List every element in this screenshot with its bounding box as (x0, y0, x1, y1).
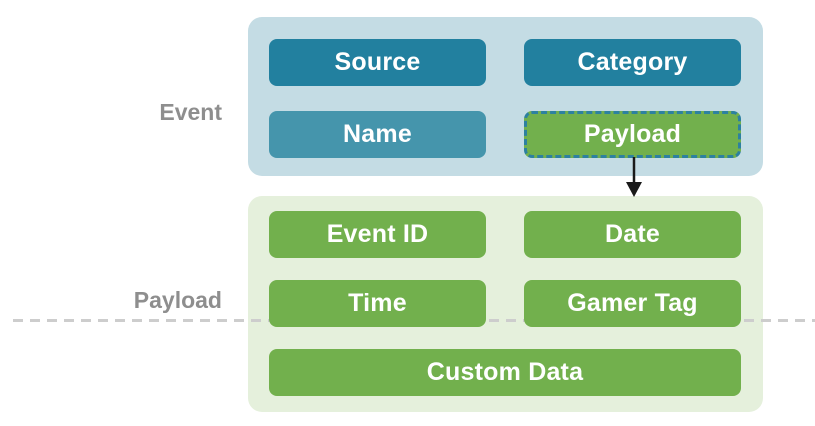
field-payload: Payload (524, 111, 741, 158)
field-event-id: Event ID (269, 211, 486, 258)
field-date: Date (524, 211, 741, 258)
payload-group-label: Payload (133, 287, 222, 313)
field-category: Category (524, 39, 741, 86)
event-group-container: Source Category Name Payload (248, 17, 763, 176)
event-group-label: Event (159, 99, 222, 125)
down-arrow-connector (626, 157, 642, 197)
field-source: Source (269, 39, 486, 86)
field-name: Name (269, 111, 486, 158)
field-custom-data: Custom Data (269, 349, 741, 396)
field-gamer-tag: Gamer Tag (524, 280, 741, 327)
payload-group-container: Event ID Date Time Gamer Tag Custom Data (248, 196, 763, 412)
field-time: Time (269, 280, 486, 327)
